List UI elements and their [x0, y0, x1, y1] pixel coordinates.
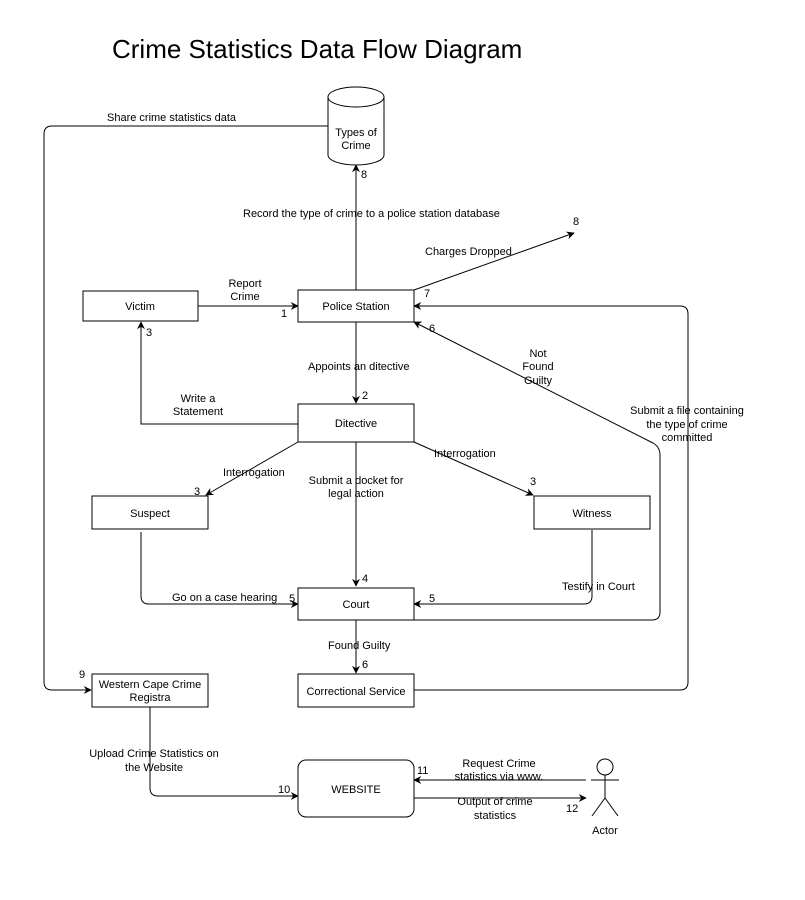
victim-label: Victim	[125, 301, 155, 313]
write-statement-label-2: Statement	[173, 406, 223, 418]
interrogation-right-label: Interrogation	[434, 448, 496, 460]
not-found-guilty-label-3: Guilty	[524, 375, 553, 387]
number-witness: 3	[530, 476, 536, 488]
submit-docket-label-2: legal action	[328, 488, 384, 500]
submit-file-label-1: Submit a file containing	[630, 405, 744, 417]
number-court-left: 5	[289, 593, 295, 605]
court-node: Court	[297, 587, 415, 621]
write-statement-label-1: Write a	[181, 393, 217, 405]
number-actor: 12	[566, 803, 578, 815]
edge-correctional-to-police	[413, 302, 689, 691]
appoints-label: Appoints an ditective	[308, 361, 410, 373]
website-node: WEBSITE	[297, 759, 415, 818]
number-correctional: 6	[362, 659, 368, 671]
types-of-crime-label-1: Types of	[335, 127, 378, 139]
edge-ditective-to-victim	[137, 321, 298, 425]
not-found-guilty-label-1: Not	[529, 348, 546, 360]
edge-ditective-to-suspect	[205, 441, 299, 496]
witness-node: Witness	[533, 495, 651, 530]
testify-label: Testify in Court	[562, 581, 635, 593]
output-label-1: Output of crime	[457, 796, 532, 808]
diagram-title: Crime Statistics Data Flow Diagram	[112, 34, 522, 64]
share-stats-label: Share crime statistics data	[107, 112, 237, 124]
edge-witness-to-court	[413, 530, 593, 608]
witness-label: Witness	[572, 508, 612, 520]
actor-icon	[591, 758, 619, 817]
number-police-not-guilty: 6	[429, 323, 435, 335]
submit-file-label-3: committed	[662, 432, 713, 444]
number-police-file: 7	[424, 288, 430, 300]
registra-node: Western Cape Crime Registra	[91, 673, 209, 708]
case-hearing-label: Go on a case hearing	[172, 592, 277, 604]
ditective-node: Ditective	[297, 403, 415, 443]
number-types-in: 8	[361, 169, 367, 181]
types-of-crime-label-2: Crime	[341, 140, 370, 152]
suspect-label: Suspect	[130, 508, 170, 520]
actor-label: Actor	[592, 825, 618, 837]
correctional-service-node: Correctional Service	[297, 673, 415, 708]
number-website-right: 11	[417, 765, 428, 777]
charges-dropped-label: Charges Dropped	[425, 246, 512, 258]
upload-label-2: the Website	[125, 762, 183, 774]
police-station-label: Police Station	[322, 301, 389, 313]
request-label-1: Request Crime	[462, 758, 535, 770]
edge-suspect-to-court	[140, 532, 299, 608]
interrogation-left-label: Interrogation	[223, 467, 285, 479]
number-suspect: 3	[194, 486, 200, 498]
number-court-right: 5	[429, 593, 435, 605]
suspect-node: Suspect	[91, 495, 209, 530]
upload-label-1: Upload Crime Statistics on	[89, 748, 219, 760]
edge-registra-to-website	[149, 707, 299, 800]
correctional-service-label: Correctional Service	[306, 686, 405, 698]
output-label-2: statistics	[474, 810, 517, 822]
registra-label-2: Registra	[130, 692, 172, 704]
number-website-left: 10	[278, 784, 290, 796]
number-police-in: 1	[281, 308, 287, 320]
report-crime-label-2: Crime	[230, 291, 259, 303]
edge-types-to-registra	[43, 125, 328, 694]
number-charges: 8	[573, 216, 579, 228]
not-found-guilty-label-2: Found	[522, 361, 553, 373]
court-label: Court	[343, 599, 370, 611]
edge-charges-dropped	[413, 231, 575, 291]
number-court-top: 4	[362, 573, 368, 585]
victim-node: Victim	[82, 290, 199, 322]
report-crime-label-1: Report	[228, 278, 261, 290]
record-type-label: Record the type of crime to a police sta…	[243, 208, 500, 220]
submit-docket-label-1: Submit a docket for	[309, 475, 404, 487]
number-ditective: 2	[362, 390, 368, 402]
edge-court-to-police	[413, 321, 661, 621]
submit-file-label-2: the type of crime	[646, 419, 727, 431]
ditective-label: Ditective	[335, 418, 377, 430]
found-guilty-label: Found Guilty	[328, 640, 391, 652]
types-of-crime-database: Types of Crime	[327, 86, 385, 166]
number-registra: 9	[79, 669, 85, 681]
police-station-node: Police Station	[297, 289, 415, 323]
website-label: WEBSITE	[331, 784, 381, 796]
edge-ditective-to-witness	[413, 441, 534, 496]
number-victim: 3	[146, 327, 152, 339]
registra-label-1: Western Cape Crime	[99, 679, 202, 691]
request-label-2: statistics via www.	[455, 771, 544, 783]
